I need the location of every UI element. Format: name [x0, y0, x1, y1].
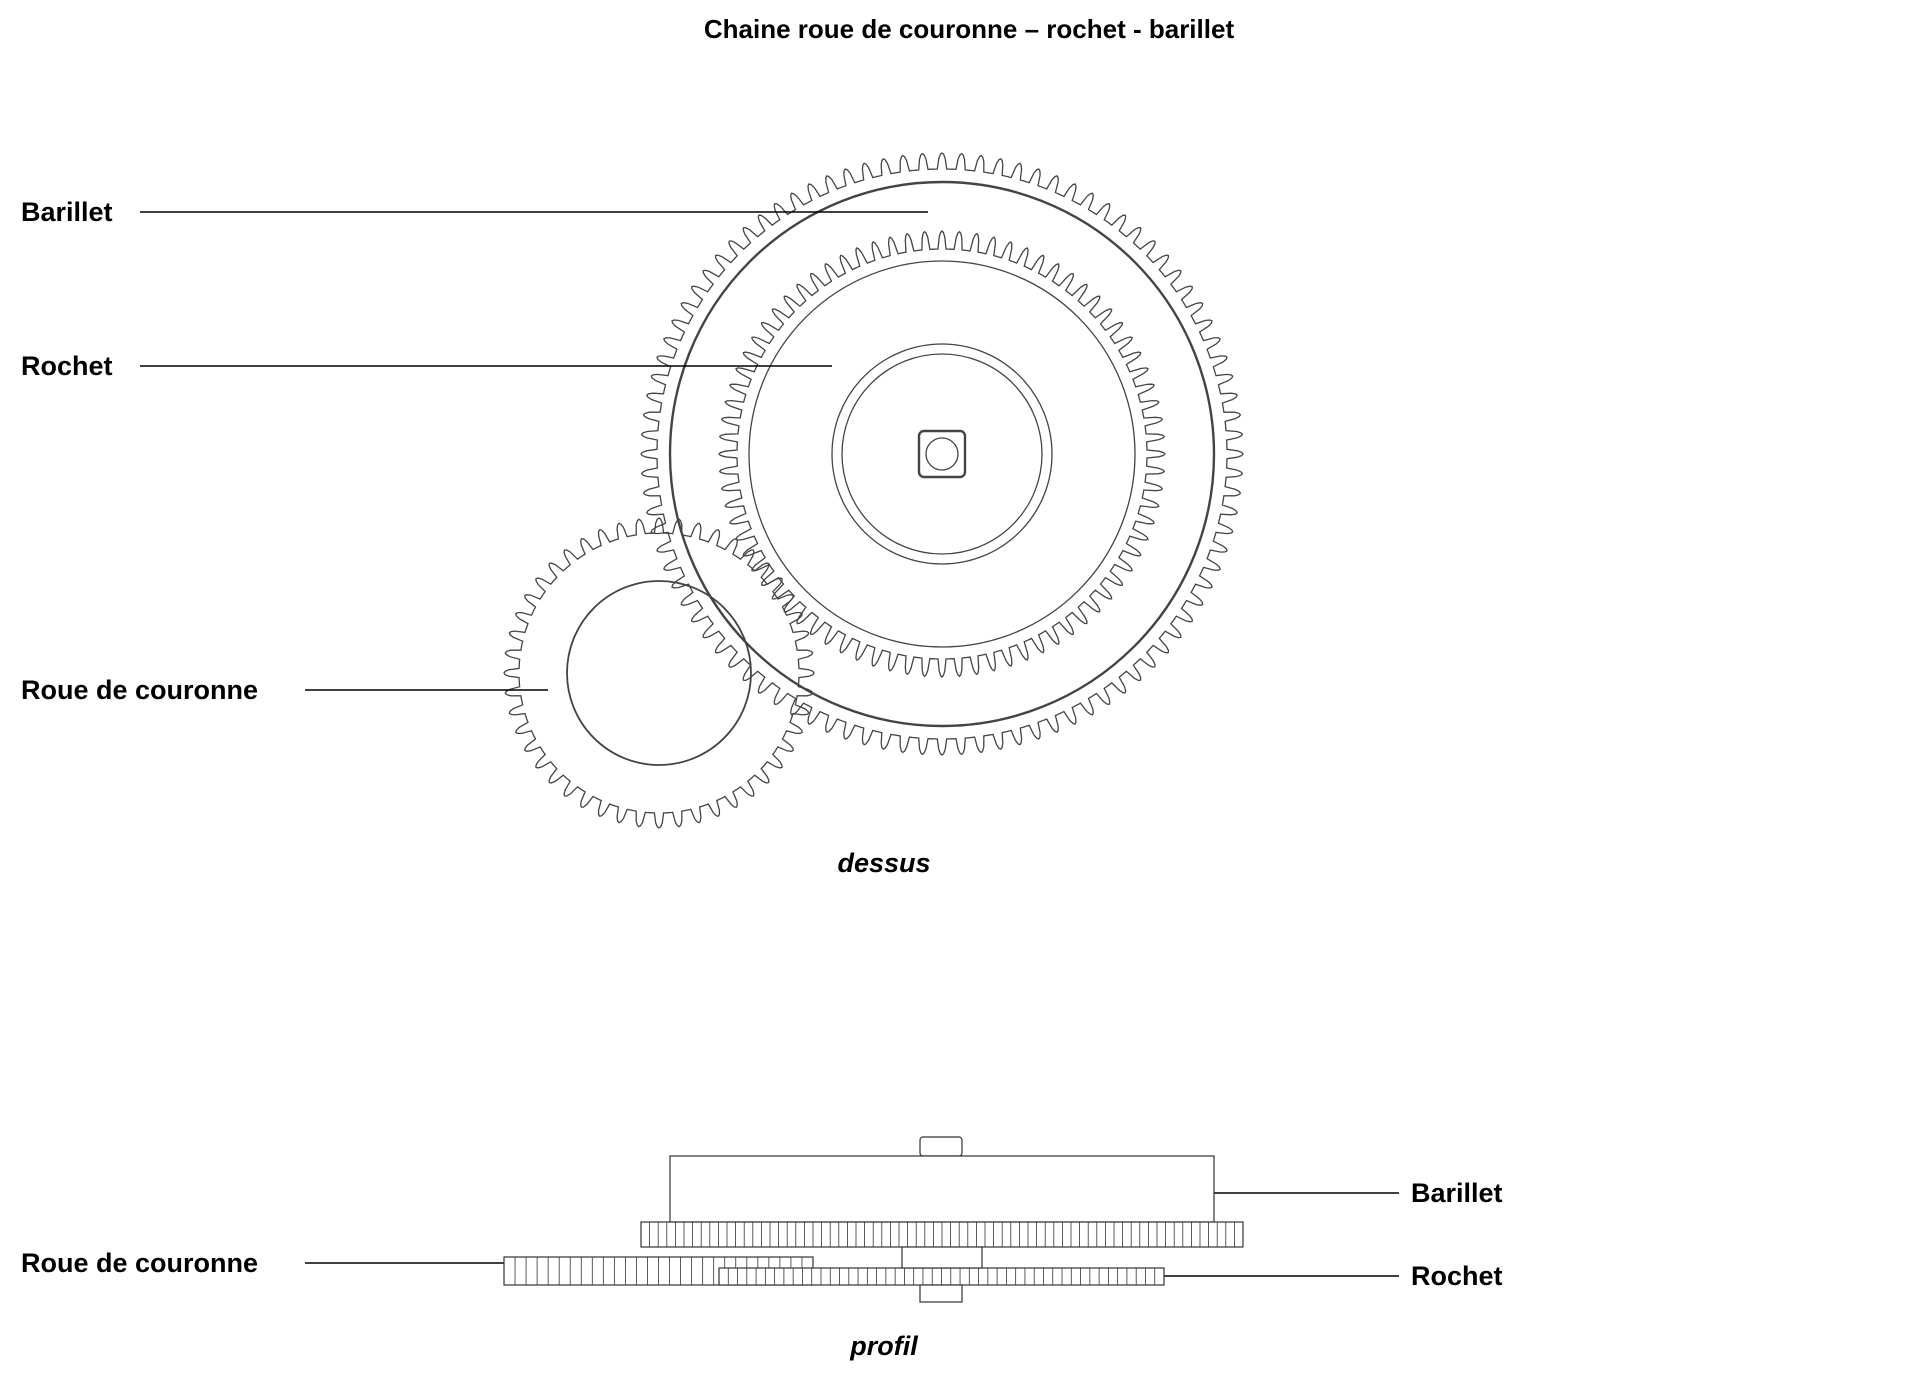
leader-lines: [140, 211, 1399, 1277]
caption-dessus: dessus: [837, 848, 931, 878]
roue-de-couronne-teeth: [503, 517, 815, 829]
label-barillet-profile: Barillet: [1411, 1178, 1503, 1208]
profile-arbor-bottom: [919, 1284, 963, 1303]
barillet-drum-outline: [668, 180, 1216, 728]
arbor-inner-ring: [841, 353, 1043, 555]
rochet-teeth: [718, 230, 1166, 678]
diagram-title: Chaine roue de couronne – rochet - baril…: [703, 14, 1235, 44]
label-rochet-top: Rochet: [21, 351, 113, 381]
label-roue-de-couronne-profile: Roue de couronne: [21, 1248, 259, 1278]
rochet-ring: [748, 260, 1136, 648]
label-roue-de-couronne-top: Roue de couronne: [21, 675, 259, 705]
profile-arbor-top: [919, 1136, 963, 1157]
arbor-square: [917, 429, 967, 479]
caption-profil: profil: [850, 1331, 918, 1361]
arbor-outer-ring: [831, 343, 1053, 565]
label-rochet-profile: Rochet: [1411, 1261, 1503, 1291]
barillet-teeth: [640, 152, 1244, 756]
top-view-drawing: [503, 152, 1244, 829]
arbor-hole: [925, 437, 959, 471]
profile-barillet-drum: [669, 1155, 1215, 1223]
profile-rochet: [718, 1267, 1165, 1286]
roue-de-couronne-hub: [566, 580, 752, 766]
profile-barillet-teeth: [640, 1221, 1244, 1248]
profile-view-drawing: [503, 1136, 1244, 1303]
profile-hub: [901, 1246, 983, 1269]
label-barillet-top: Barillet: [21, 197, 113, 227]
